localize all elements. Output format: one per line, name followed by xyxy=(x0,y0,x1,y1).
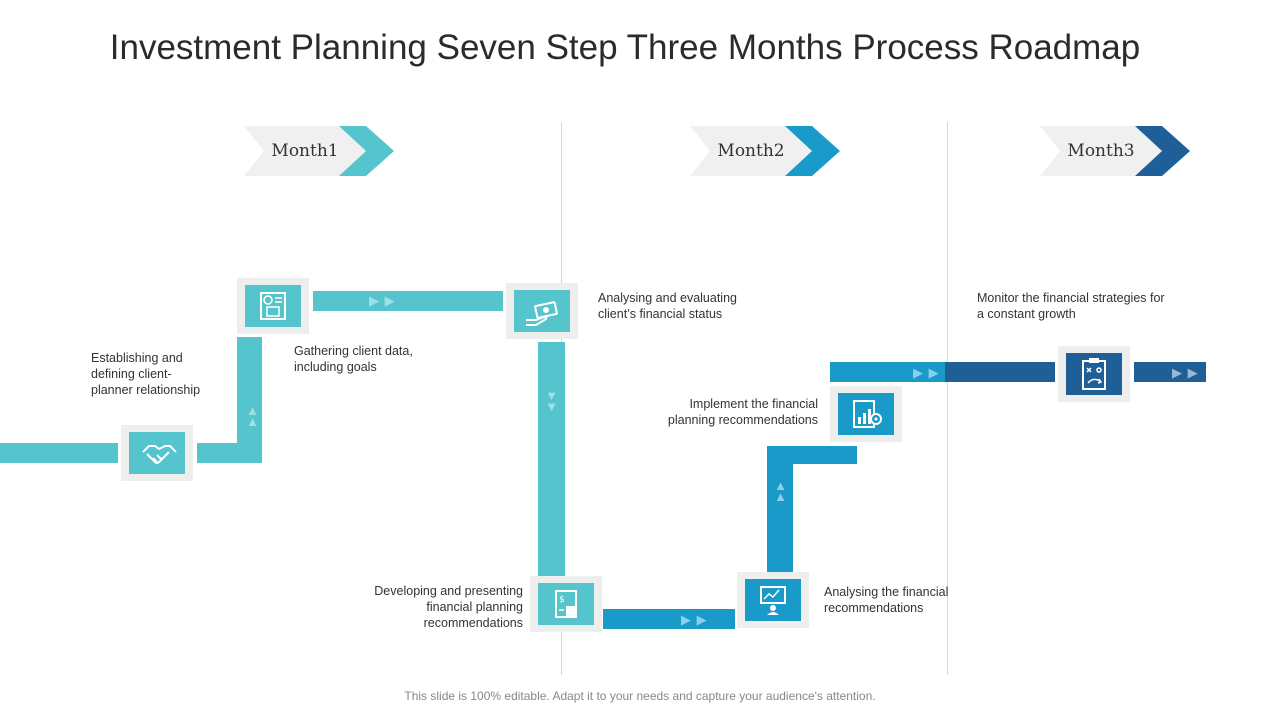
clipboard-strategy-icon xyxy=(1082,358,1106,390)
svg-text:$: $ xyxy=(559,595,565,605)
month-label: Month3 xyxy=(1067,141,1135,161)
step-2-text: Gathering client data, including goals xyxy=(294,344,413,374)
month-2-header: Month2 xyxy=(690,126,840,176)
step-3-box xyxy=(506,283,578,339)
right-arrows-icon: ▶ ▶ xyxy=(681,612,708,627)
step-5-box xyxy=(737,572,809,628)
path-segment xyxy=(1134,362,1206,382)
month-divider xyxy=(947,122,948,675)
step-6-text: Implement the financial planning recomme… xyxy=(667,397,818,427)
right-arrows-icon: ▶ ▶ xyxy=(1172,365,1199,380)
path-segment xyxy=(603,609,735,629)
month-1-header: Month1 xyxy=(244,126,394,176)
month-label: Month2 xyxy=(717,141,785,161)
document-icon xyxy=(260,292,286,320)
step-1-box xyxy=(121,425,193,481)
down-arrows-icon: ▼▼ xyxy=(545,388,559,414)
path-segment xyxy=(538,342,565,576)
step-7-text: Monitor the financial strategies for a c… xyxy=(977,291,1165,321)
month-label: Month1 xyxy=(271,141,339,161)
up-arrows-icon: ▲▲ xyxy=(246,403,260,429)
right-arrows-icon: ▶ ▶ xyxy=(369,293,396,308)
money-hand-icon xyxy=(526,301,558,326)
right-arrows-icon: ▶ ▶ xyxy=(913,365,940,380)
path-segment xyxy=(945,362,1055,382)
chart-gear-icon xyxy=(853,400,882,428)
path-segment xyxy=(830,362,945,382)
step-5-text: Analysing the financial recommendations xyxy=(824,585,949,615)
step-4-box: $ xyxy=(530,576,602,632)
step-6-box xyxy=(830,386,902,442)
handshake-icon xyxy=(142,445,177,464)
step-3-text: Analysing and evaluating client’s financ… xyxy=(598,291,737,321)
step-4-text: Developing and presenting financial plan… xyxy=(374,584,523,630)
up-arrows-icon: ▲▲ xyxy=(774,478,788,504)
presentation-icon xyxy=(760,586,786,615)
path-segment xyxy=(313,291,503,311)
path-segment xyxy=(767,448,793,573)
calculator-icon: $ xyxy=(555,590,577,618)
chevron-icon xyxy=(1040,126,1190,176)
footer-note: This slide is 100% editable. Adapt it to… xyxy=(404,689,876,703)
chevron-icon xyxy=(690,126,840,176)
step-1-text: Establishing and defining client-planner… xyxy=(91,351,201,397)
path-segment xyxy=(767,446,857,464)
step-2-box xyxy=(237,278,309,334)
slide-title: Investment Planning Seven Step Three Mon… xyxy=(109,28,1141,67)
path-segment xyxy=(237,337,262,463)
month-3-header: Month3 xyxy=(1040,126,1190,176)
chevron-icon xyxy=(244,126,394,176)
path-segment xyxy=(0,443,118,463)
step-7-box xyxy=(1058,346,1130,402)
